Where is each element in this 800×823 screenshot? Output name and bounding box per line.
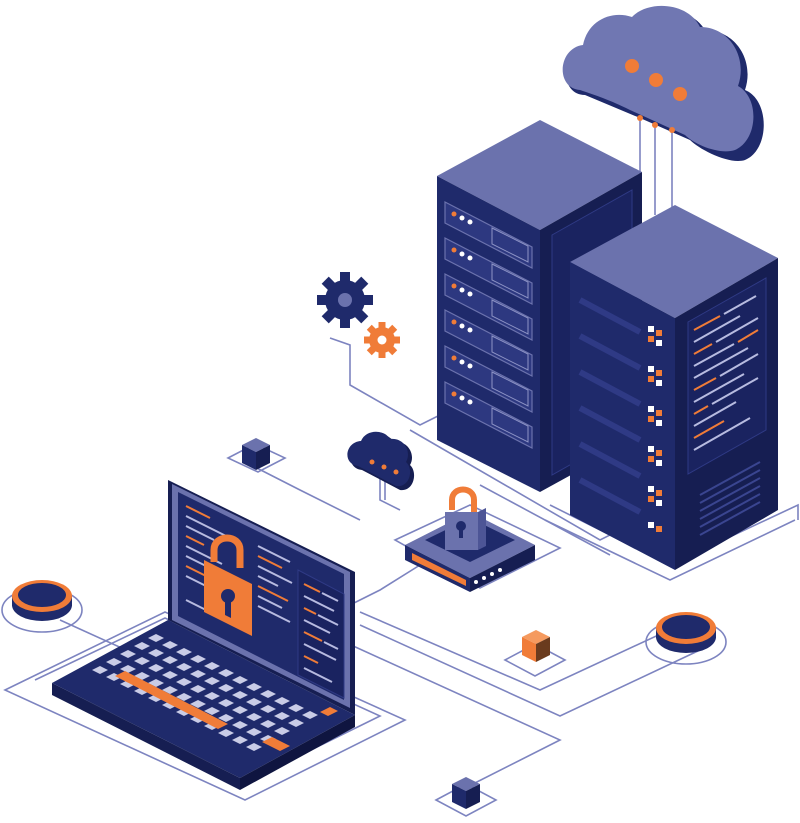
button-pad-icon: [12, 580, 72, 621]
cube-icon: [452, 777, 480, 809]
cloud-icon: [562, 5, 764, 161]
code-lines: [693, 295, 759, 451]
cloud-dot: [673, 87, 687, 101]
small-cloud-icon: [347, 431, 415, 491]
cloud-dot: [625, 59, 639, 73]
padlock-icon: [405, 486, 535, 592]
padlock-icon: [204, 534, 252, 636]
cloud-dot: [649, 73, 663, 87]
laptop-icon: [52, 480, 355, 790]
drive-bays: [444, 201, 533, 449]
keyboard: [92, 634, 318, 751]
gear-icon: [364, 322, 400, 358]
button-pad-icon: [656, 612, 716, 653]
gear-icon: [317, 272, 373, 328]
space-bar: [115, 671, 228, 729]
status-lights: [648, 326, 662, 532]
cube-icon: [522, 630, 550, 662]
cube-icon: [242, 438, 270, 470]
server-rack-icon: [570, 205, 778, 570]
